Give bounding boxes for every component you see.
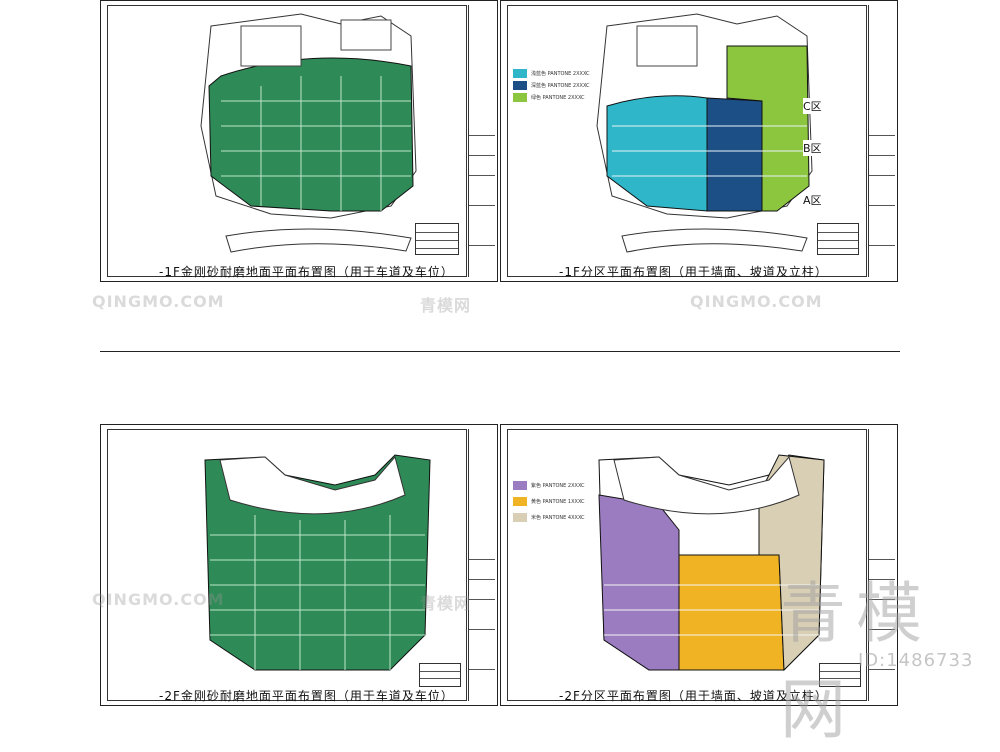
zone-color-legend: 浅蓝色 PANTONE 2XXXC 深蓝色 PANTONE 2XXXC 绿色 P… bbox=[513, 67, 590, 103]
drawing-frame bbox=[107, 429, 467, 701]
legend-label: 紫色 PANTONE 2XXXC bbox=[531, 482, 585, 489]
legend-item: 米色 PANTONE 4XXXC bbox=[513, 509, 585, 525]
legend-label: 米色 PANTONE 4XXXC bbox=[531, 514, 585, 521]
legend-swatch bbox=[513, 68, 527, 78]
sheet-b2-floor-plan: -2F金刚砂耐磨地面平面布置图（用于车道及车位） bbox=[100, 424, 498, 706]
legend-item: 深蓝色 PANTONE 2XXXC bbox=[513, 79, 590, 91]
watermark-brand-cn: 青模网 bbox=[420, 594, 472, 613]
legend-label: 黄色 PANTONE 1XXXC bbox=[531, 498, 585, 505]
plan-title: -1F金刚砂耐磨地面平面布置图（用于车道及车位） bbox=[159, 265, 454, 279]
sheet-divider-line bbox=[100, 351, 900, 352]
title-block bbox=[868, 429, 895, 701]
legend-item: 绿色 PANTONE 2XXXC bbox=[513, 91, 590, 103]
drawing-frame bbox=[507, 5, 867, 277]
title-block bbox=[868, 5, 895, 277]
legend-table bbox=[817, 223, 859, 255]
legend-item: 黄色 PANTONE 1XXXC bbox=[513, 493, 585, 509]
legend-label: 绿色 PANTONE 2XXXC bbox=[531, 94, 585, 101]
legend-swatch bbox=[513, 80, 527, 90]
zone-a-label: A区 bbox=[803, 192, 822, 208]
legend-item: 紫色 PANTONE 2XXXC bbox=[513, 477, 585, 493]
title-block bbox=[468, 5, 495, 277]
plan-title: -2F金刚砂耐磨地面平面布置图（用于车道及车位） bbox=[159, 689, 454, 703]
zone-c-label: C区 bbox=[803, 98, 822, 114]
legend-swatch bbox=[513, 480, 527, 490]
legend-label: 深蓝色 PANTONE 2XXXC bbox=[531, 82, 590, 89]
watermark-brand: QINGMO.COM bbox=[690, 292, 823, 311]
watermark-brand: QINGMO.COM bbox=[92, 590, 225, 609]
drawing-frame bbox=[107, 5, 467, 277]
plan-title: -1F分区平面布置图（用于墙面、坡道及立柱） bbox=[559, 265, 828, 279]
zone-color-legend: 紫色 PANTONE 2XXXC 黄色 PANTONE 1XXXC 米色 PAN… bbox=[513, 477, 585, 525]
b2-green-plan bbox=[204, 454, 431, 671]
sheet-b1-floor-plan: -1F金刚砂耐磨地面平面布置图（用于车道及车位） bbox=[100, 0, 498, 282]
legend-table bbox=[419, 663, 461, 687]
legend-swatch bbox=[513, 512, 527, 522]
sheet-b2-zone-plan: 紫色 PANTONE 2XXXC 黄色 PANTONE 1XXXC 米色 PAN… bbox=[500, 424, 898, 706]
b1-green-plan bbox=[200, 13, 417, 253]
zone-b-label: B区 bbox=[803, 140, 822, 156]
watermark-brand-cn: 青模网 bbox=[420, 296, 472, 315]
legend-swatch bbox=[513, 496, 527, 506]
title-block bbox=[468, 429, 495, 701]
sheet-b1-zone-plan: 浅蓝色 PANTONE 2XXXC 深蓝色 PANTONE 2XXXC 绿色 P… bbox=[500, 0, 898, 282]
b2-zone-plan bbox=[598, 454, 825, 672]
legend-label: 浅蓝色 PANTONE 2XXXC bbox=[531, 70, 590, 77]
b1-zone-plan bbox=[596, 13, 813, 253]
drawing-frame bbox=[507, 429, 867, 701]
legend-swatch bbox=[513, 92, 527, 102]
watermark-id: ID:1486733 bbox=[858, 650, 974, 671]
plan-title: -2F分区平面布置图（用于墙面、坡道及立柱） bbox=[559, 689, 828, 703]
watermark-brand: QINGMO.COM bbox=[92, 292, 225, 311]
legend-table bbox=[819, 663, 861, 687]
legend-table bbox=[415, 223, 459, 255]
legend-item: 浅蓝色 PANTONE 2XXXC bbox=[513, 67, 590, 79]
